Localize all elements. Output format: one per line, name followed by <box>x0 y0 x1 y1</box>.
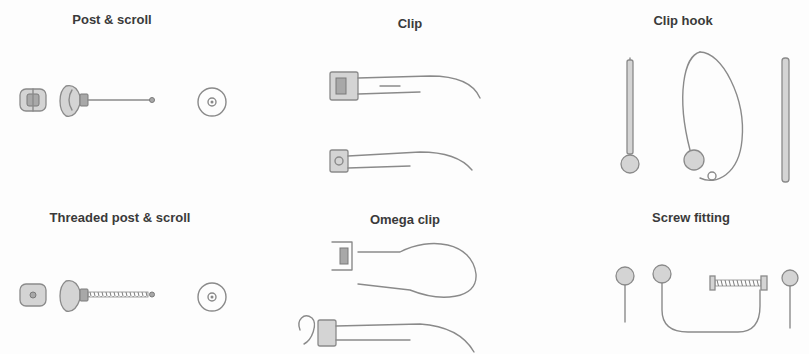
part-label: Post & scroll <box>70 12 153 28</box>
threaded-post-figure <box>20 281 226 312</box>
part-label: Clip <box>396 16 425 32</box>
screw-fitting-figure <box>616 265 798 332</box>
part-label: Clip hook <box>651 13 714 29</box>
part-label: Screw fitting <box>650 210 732 226</box>
part-label: Threaded post & scroll <box>48 210 193 226</box>
omega-clip-figure <box>299 242 476 352</box>
post-and-scroll-figure <box>20 86 226 117</box>
clip-figure <box>330 72 480 172</box>
part-label: Omega clip <box>368 212 442 228</box>
clip-hook-figure <box>621 52 789 182</box>
